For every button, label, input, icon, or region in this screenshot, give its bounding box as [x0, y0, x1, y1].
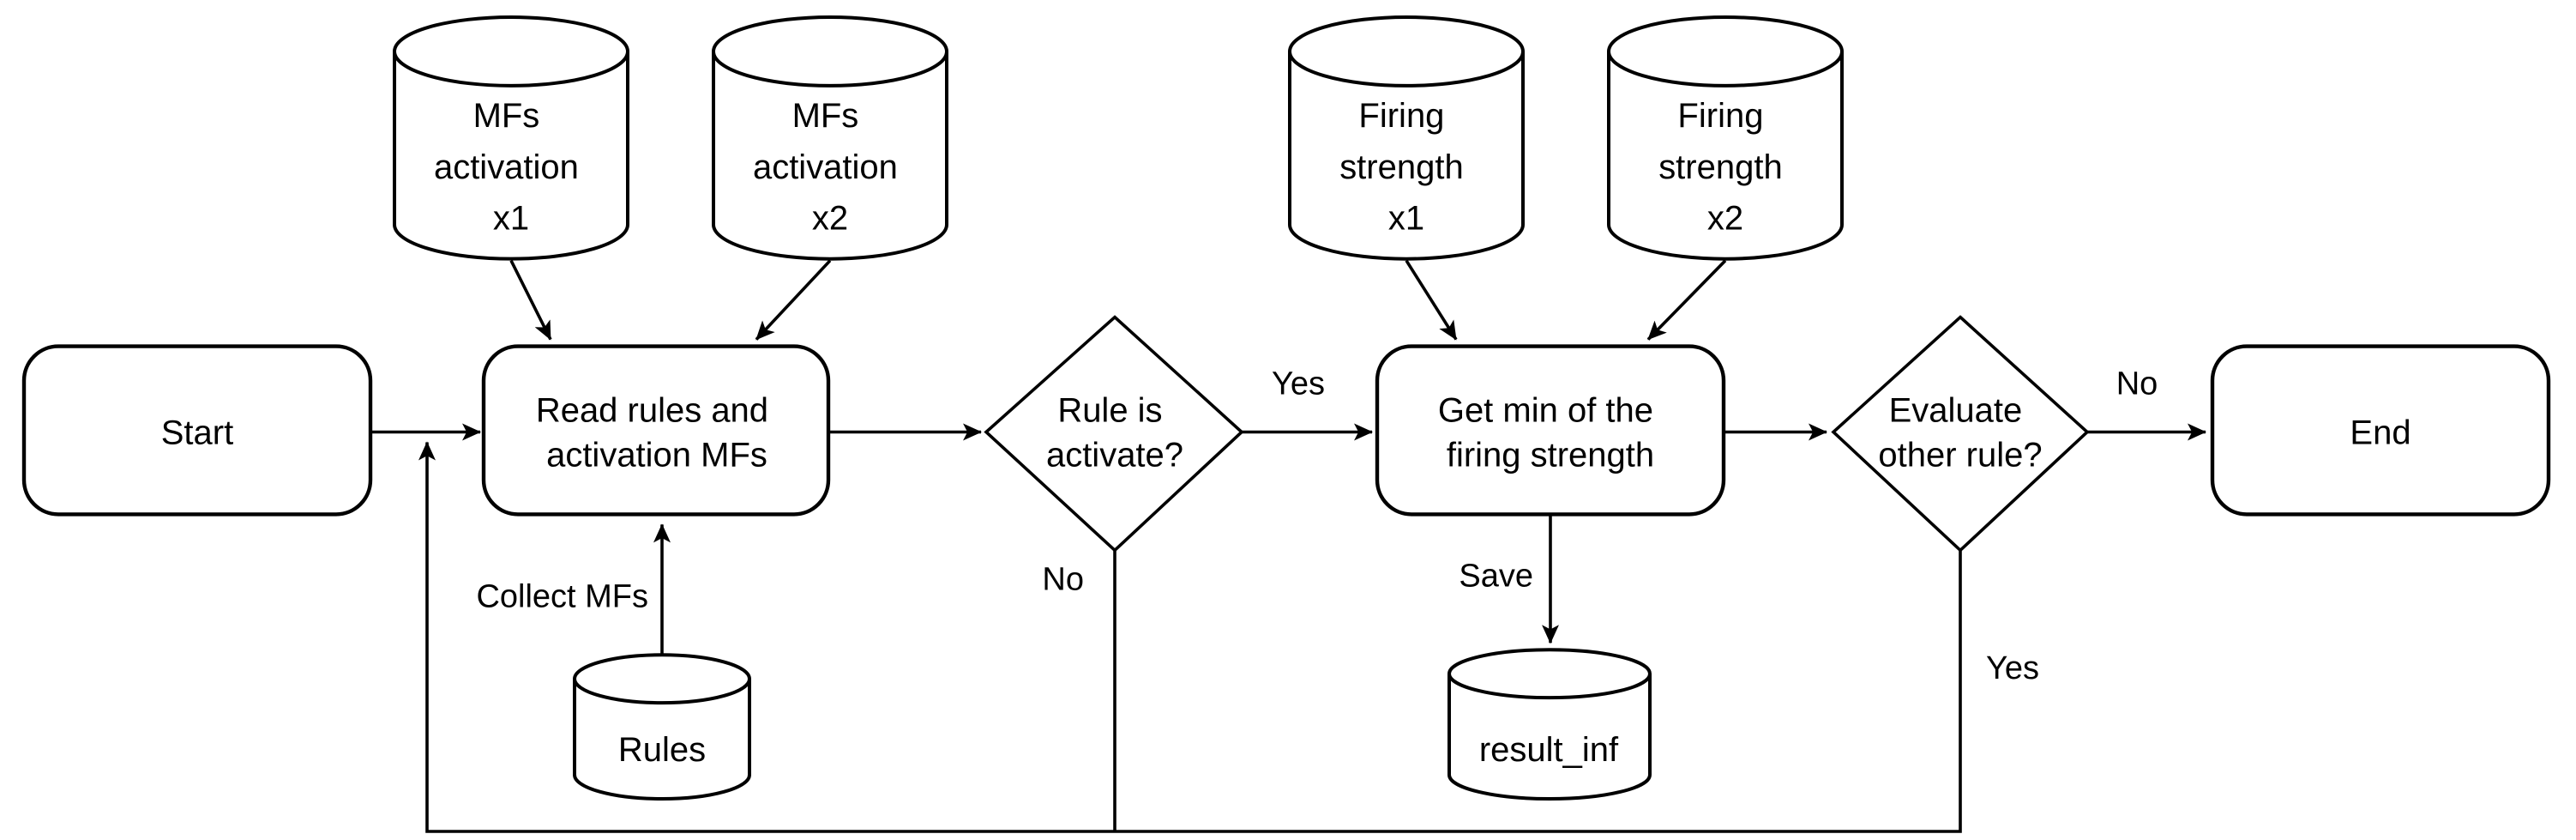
evaluate-other-rule-decision-shape	[1831, 315, 2090, 553]
read-rules-node-shape	[481, 344, 831, 517]
rules-cylinder: Rules	[573, 653, 751, 801]
mfs-activation-x1-line-1: MFs	[473, 97, 540, 135]
firing-strength-x2-line-3: x2	[1707, 200, 1743, 238]
end-node: End	[2210, 344, 2551, 517]
edge-evaluate-yes-feedback-loop	[418, 441, 1962, 833]
mfs-activation-x2-label: MFs activation x2	[753, 97, 907, 238]
result-inf-cylinder-shape	[1447, 648, 1652, 801]
mfs-activation-x2-top-arc	[712, 51, 948, 88]
firing-strength-x2-cylinder: Firing strength x2	[1607, 15, 1844, 261]
firing-strength-x1-top-arc	[1288, 51, 1525, 88]
rule-activate-line-2: activate?	[1046, 436, 1183, 474]
result-inf-cylinder-label: result_inf	[1479, 731, 1619, 769]
label-rule-yes: Yes	[1272, 366, 1325, 402]
label-save: Save	[1459, 558, 1533, 594]
evaluate-other-rule-label: Evaluate other rule?	[1878, 392, 2042, 474]
edge-firing-x1-to-getmin	[1405, 259, 1458, 341]
label-rule-no: No	[1042, 561, 1084, 597]
end-node-shape	[2210, 344, 2551, 517]
evaluate-other-rule-decision: Evaluate other rule?	[1831, 315, 2090, 553]
mfs-activation-x1-line-3: x1	[493, 200, 529, 238]
label-collect-mfs: Collect MFs	[476, 578, 648, 614]
mfs-activation-x1-cylinder: MFs activation x1	[393, 15, 629, 261]
read-rules-line-2: activation MFs	[546, 436, 767, 474]
rule-activate-decision-label: Rule is activate?	[1046, 392, 1183, 474]
edge-firing-x2-to-getmin	[1646, 259, 1727, 341]
rules-cylinder-label: Rules	[618, 731, 706, 769]
mfs-activation-x2-cylinder: MFs activation x2	[712, 15, 948, 261]
label-evaluate-yes: Yes	[1986, 650, 2039, 686]
result-inf-cylinder: result_inf	[1447, 648, 1652, 801]
mfs-activation-x1-label: MFs activation x1	[434, 97, 588, 238]
rule-activate-line-1: Rule is	[1057, 392, 1162, 430]
mfs-activation-x2-line-1: MFs	[792, 97, 859, 135]
firing-strength-x2-shape	[1607, 15, 1844, 261]
result-inf-cylinder-top-arc	[1447, 673, 1652, 700]
firing-strength-x2-top-arc	[1607, 51, 1844, 88]
edges	[370, 259, 2206, 833]
start-node-shape	[21, 344, 373, 517]
get-min-line-1: Get min of the	[1438, 392, 1653, 430]
mfs-activation-x1-shape	[393, 15, 629, 261]
rule-activate-decision-shape	[984, 315, 1244, 553]
read-rules-node-label: Read rules and activation MFs	[536, 392, 778, 474]
firing-strength-x1-cylinder: Firing strength x1	[1288, 15, 1525, 261]
edge-mfs-x1-to-read	[509, 259, 552, 341]
firing-strength-x2-line-1: Firing	[1677, 97, 1763, 135]
firing-strength-x1-line-3: x1	[1388, 200, 1424, 238]
mfs-activation-x2-shape	[712, 15, 948, 261]
mfs-activation-x1-line-2: activation	[434, 148, 579, 186]
mfs-activation-x2-line-2: activation	[753, 148, 898, 186]
get-min-node-shape	[1375, 344, 1726, 517]
edge-labels: Yes No No Yes Save Collect MFs	[476, 366, 2158, 687]
mfs-activation-x1-top-arc	[393, 51, 629, 88]
rules-cylinder-top-arc	[573, 678, 751, 705]
get-min-node: Get min of the firing strength	[1375, 344, 1726, 517]
end-node-label: End	[2350, 414, 2410, 451]
get-min-node-label: Get min of the firing strength	[1438, 392, 1663, 474]
rules-cylinder-shape	[573, 653, 751, 801]
firing-strength-x1-shape	[1288, 15, 1525, 261]
firing-strength-x1-label: Firing strength x1	[1339, 97, 1473, 238]
start-node: Start	[21, 344, 373, 517]
start-node-label: Start	[161, 414, 233, 451]
read-rules-line-1: Read rules and	[536, 392, 768, 430]
firing-strength-x2-label: Firing strength x2	[1658, 97, 1792, 238]
firing-strength-x1-line-1: Firing	[1358, 97, 1444, 135]
get-min-line-2: firing strength	[1447, 436, 1654, 474]
rule-activate-decision: Rule is activate?	[984, 315, 1244, 553]
mfs-activation-x2-line-3: x2	[812, 200, 848, 238]
firing-strength-x2-line-2: strength	[1658, 148, 1782, 186]
edge-mfs-x2-to-read	[755, 259, 832, 341]
firing-strength-x1-line-2: strength	[1339, 148, 1463, 186]
evaluate-other-rule-line-1: Evaluate	[1889, 392, 2023, 430]
label-evaluate-no: No	[2116, 366, 2158, 402]
evaluate-other-rule-line-2: other rule?	[1878, 436, 2042, 474]
read-rules-node: Read rules and activation MFs	[481, 344, 831, 517]
